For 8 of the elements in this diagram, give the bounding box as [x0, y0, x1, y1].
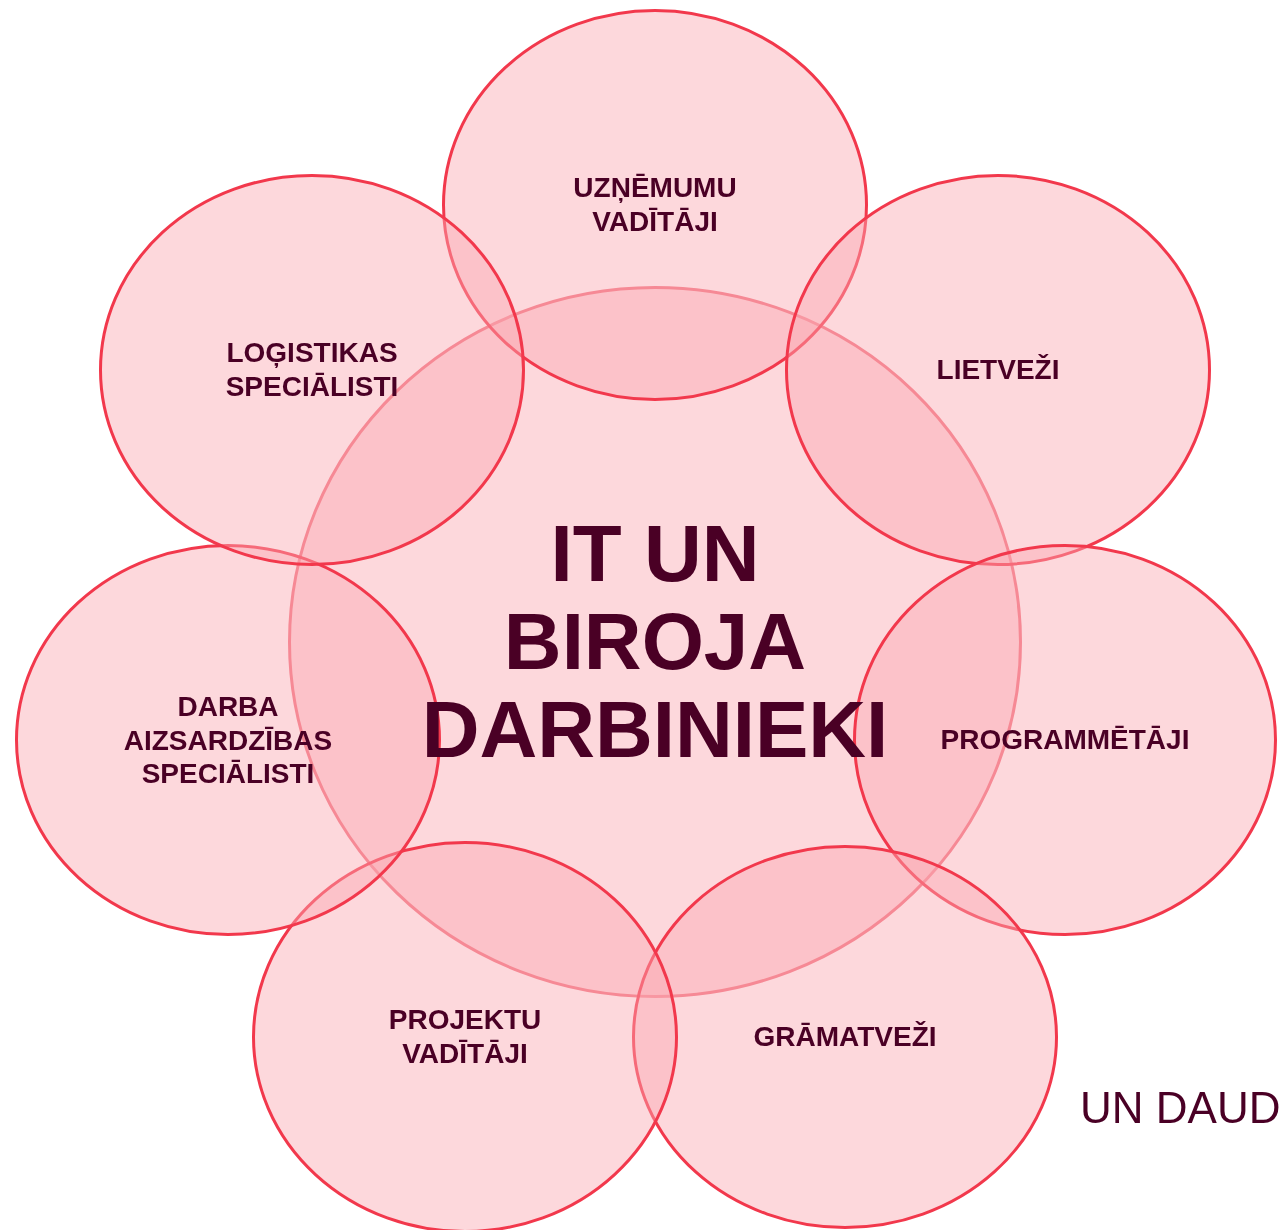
note-text: UN DAUD: [1080, 1083, 1279, 1133]
bubble-label: DARBA AIZSARDZĪBAS SPECIĀLISTI: [122, 689, 334, 791]
bubble-label: LOĢISTIKAS SPECIĀLISTI: [224, 336, 400, 404]
bubble-label: PROGRAMMĒTĀJI: [939, 723, 1191, 757]
bubble-label: UZŅĒMUMU VADĪTĀJI: [572, 171, 738, 239]
bubble-label: GRĀMATVEŽI: [752, 1020, 938, 1054]
bubble-label: LIETVEŽI: [935, 353, 1061, 387]
bubble-label: PROJEKTU VADĪTĀJI: [387, 1003, 543, 1071]
